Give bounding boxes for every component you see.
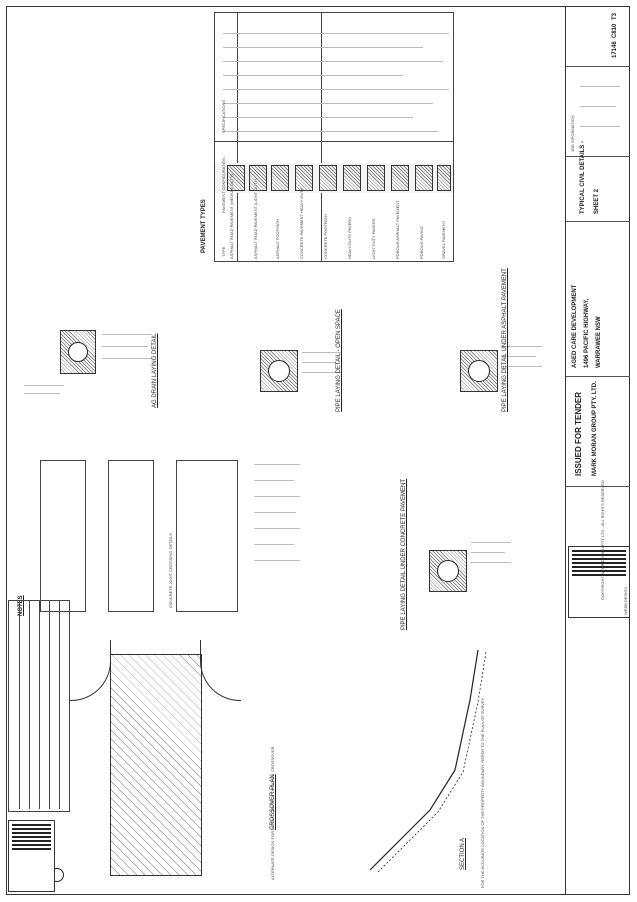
pipe-concrete-detail: PIPE LAYING DETAIL UNDER CONCRETE PAVEME… (401, 479, 525, 640)
pavement-sample-9 (415, 165, 433, 191)
webb-design-logo: WEBB DESIGN (568, 546, 630, 618)
asphalt-pipe (468, 360, 490, 382)
pavement-row-3: ASPHALT FOOTPATH (275, 218, 280, 259)
notes-table-2 (108, 460, 154, 612)
pavement-sample-3 (271, 165, 289, 191)
left-logo (8, 820, 55, 892)
pavement-row-9: POROUS PAVING (419, 226, 424, 259)
pavement-row-6: HEAVY DUTY PAVERS (347, 217, 352, 259)
crossover-hatched-area (110, 654, 202, 876)
notes-table-3 (176, 460, 238, 612)
drawing-title-line-1: TYPICAL CIVIL DETAILS - (580, 140, 586, 214)
pavement-row-1: ASPHALT ROAD PAVEMENT (MEDIUM DUTY) (229, 174, 234, 259)
title-block: WEBB DESIGN ISSUED FOR TENDER MARK MORAN… (565, 6, 630, 895)
crossover-note: ALTERNATE DESIGN FOR HEIGHT CONTROL OPTI… (270, 746, 275, 881)
pipe-asphalt-heading: PIPE LAYING DETAIL UNDER ASPHALT PAVEMEN… (502, 268, 508, 412)
status-text: ISSUED FOR TENDER (574, 391, 583, 476)
drawing-title-line-2: SHEET 2 (594, 188, 600, 214)
revision-table (8, 600, 70, 812)
pipe-concrete-heading: PIPE LAYING DETAIL UNDER CONCRETE PAVEME… (401, 478, 407, 630)
crossover-kerb-left (70, 640, 111, 701)
job-number: 17148 (612, 41, 618, 58)
project-line-2: 1496 PACIFIC HIGHWAY, (584, 298, 590, 368)
drawing-number: C810 (612, 23, 618, 38)
open-space-pipe (268, 360, 290, 382)
bottom-strip-text: COPYRIGHT WEBB DESIGN PTY LTD - ALL RIGH… (600, 480, 605, 600)
pavement-row-8: POROUS ASPHALT PAVEMENT (395, 200, 400, 259)
sheet-border (6, 6, 630, 895)
notes-table-1 (40, 460, 86, 612)
pavement-row-2: ASPHALT ROAD PAVEMENT (LIGHT DUTY) (253, 178, 258, 259)
pavement-header-spec: SPECIFICATIONS (221, 99, 226, 133)
pavement-sample-1 (227, 165, 245, 191)
crossover-kerb-right (200, 640, 241, 701)
client-name: MARK MORAN GROUP PTY. LTD. (592, 381, 598, 476)
notes-block: NOTES CONCRETE JOINT CROSSING DETAILS (18, 440, 308, 620)
pavement-sample-5 (319, 165, 337, 191)
job-info-label: JOB INFORMATION (570, 115, 575, 152)
pavement-sample-2 (249, 165, 267, 191)
section-a-detail: SECTION A (360, 640, 490, 880)
pavement-sample-8 (391, 165, 409, 191)
pavement-header-config: PAVEMENT CONFIGURATION (221, 157, 226, 213)
pavement-row-5: CONCRETE FOOTPATH (323, 214, 328, 259)
agi-pipe (68, 342, 88, 362)
pavement-sample-7 (367, 165, 385, 191)
section-a-profile (369, 649, 487, 873)
pavement-header-type: TYPE (221, 246, 226, 257)
pavement-types-heading: PAVEMENT TYPES (201, 199, 207, 253)
pipe-asphalt-detail: PIPE LAYING DETAIL UNDER ASPHALT PAVEMEN… (440, 268, 550, 420)
survey-note: FOR THE ACCURATE LOCATION OF THE PROPERT… (480, 697, 485, 888)
pavement-sample-4 (295, 165, 313, 191)
pipe-open-space-heading: PIPE LAYING DETAIL - OPEN SPACE (336, 309, 342, 412)
section-a-heading: SECTION A (460, 837, 466, 870)
pipe-open-space-detail: PIPE LAYING DETAIL - OPEN SPACE (240, 300, 350, 420)
pavement-row-7: LIGHT DUTY PAVERS (371, 218, 376, 259)
logo-text: WEBB DESIGN (623, 586, 628, 615)
agi-drain-heading: AG DRAIN LAYING DETAIL (152, 333, 158, 408)
pavement-sample-10 (437, 165, 451, 191)
pavement-row-4: CONCRETE PAVEMENT HEAVY DUTY (299, 187, 304, 259)
pavement-row-10: GRAVEL PAVEMENT (441, 220, 446, 259)
project-line-3: WARRAWEE NSW (596, 316, 602, 368)
pavement-types-table: PAVEMENT TYPES TYPE PAVEMENT CONFIGURATI… (201, 12, 454, 262)
revision-number: T3 (612, 12, 618, 20)
concrete-joints-heading: CONCRETE JOINT CROSSING DETAILS (168, 533, 173, 608)
project-line-1: AGED CARE DEVELOPMENT (572, 284, 578, 368)
crossover-plan: CROSSOVER PLAN (40, 640, 276, 890)
agi-drain-detail: AG DRAIN LAYING DETAIL (18, 290, 168, 420)
pavement-sample-6 (343, 165, 361, 191)
concrete-pipe (437, 560, 459, 582)
